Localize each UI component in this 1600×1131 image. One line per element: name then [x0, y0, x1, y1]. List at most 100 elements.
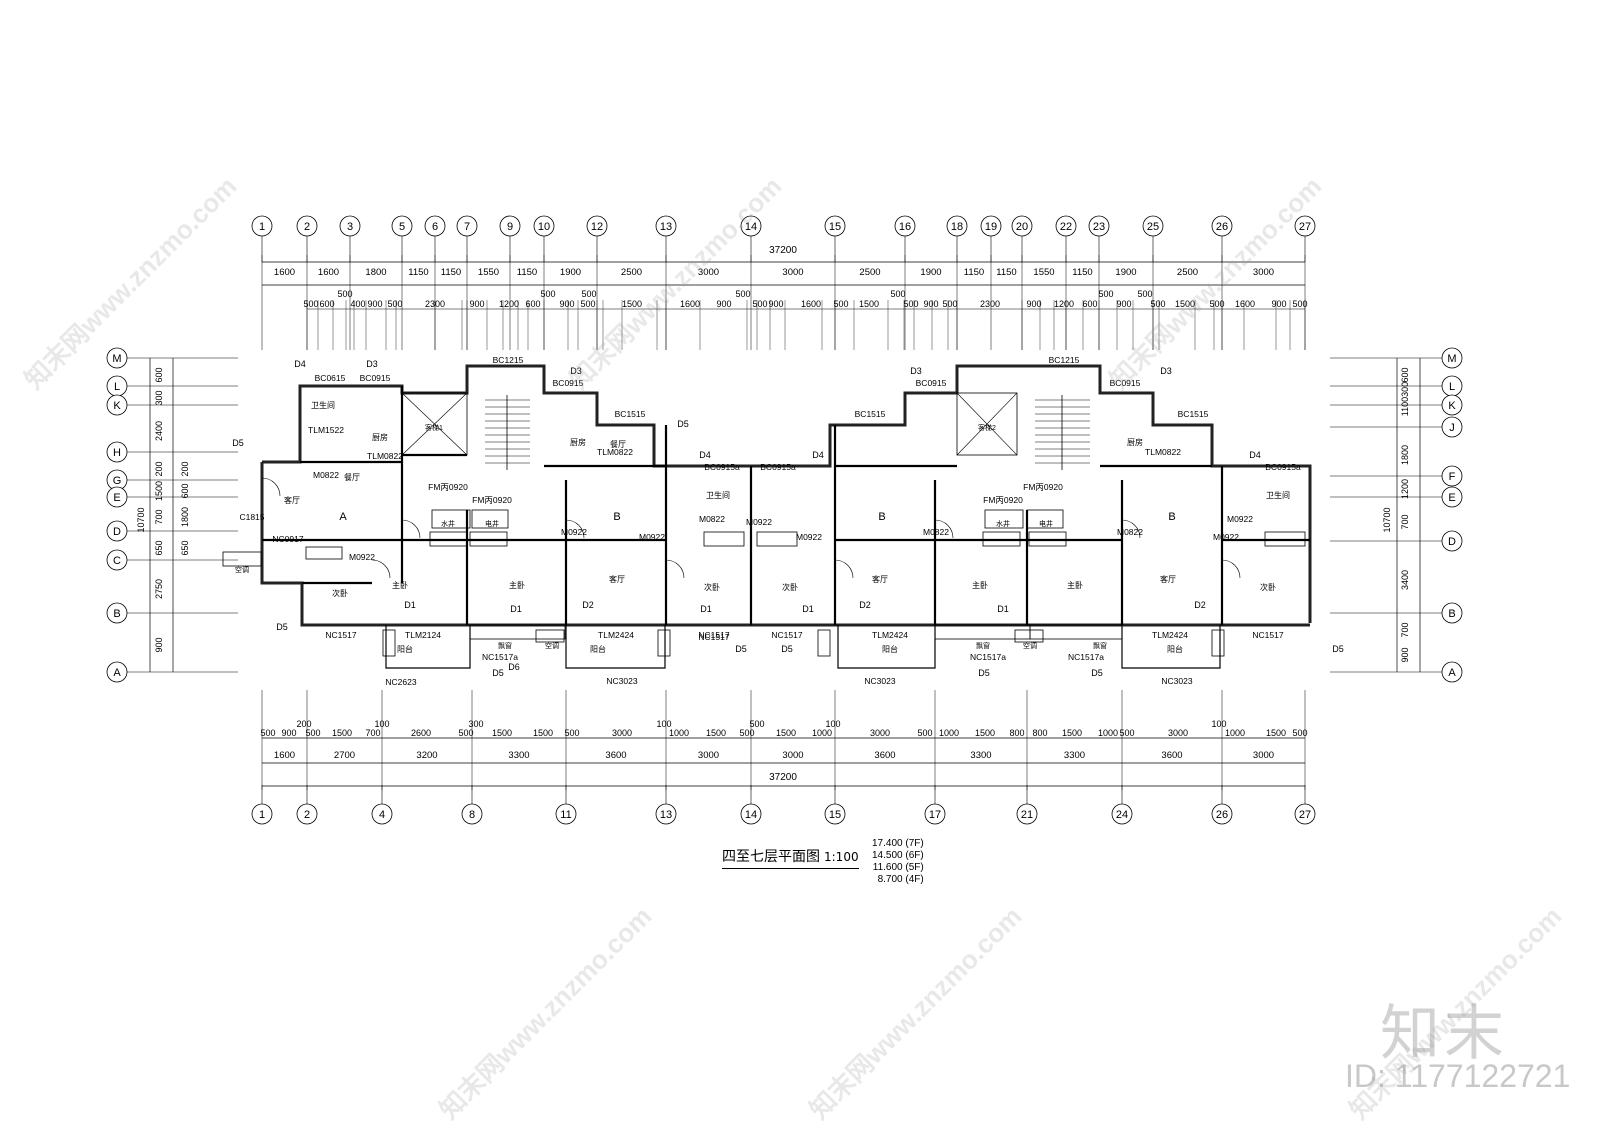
left-dim: 900 — [154, 637, 164, 652]
ac-unit — [535, 629, 565, 643]
room-name: 卫生间 — [706, 490, 730, 500]
window-code: BC0915 — [1110, 378, 1141, 388]
room-name: 厨房 — [1127, 437, 1143, 447]
right-axis-bubble-label: K — [1448, 400, 1456, 412]
fixture-label: 空调 — [545, 641, 559, 650]
top-detail-dim: 2300 — [980, 299, 1000, 309]
door-code: M0822 — [699, 514, 725, 524]
top-dim: 3000 — [698, 267, 719, 278]
door-swing — [565, 519, 585, 539]
bottom-detail-dim: 500 — [917, 728, 932, 738]
bottom-detail-dim: 1500 — [492, 728, 512, 738]
detail-mark: D4 — [294, 359, 306, 369]
room-name: 主卧 — [1067, 580, 1083, 590]
detail-mark: D5 — [781, 644, 793, 654]
top-detail-dim: 2300 — [425, 299, 445, 309]
bottom-axis-bubble — [1111, 803, 1133, 825]
top-axis-bubble — [1088, 215, 1110, 237]
top-axis-bubble — [424, 215, 446, 237]
bottom-axis-bubble — [251, 803, 273, 825]
top-axis-bubble — [1011, 215, 1033, 237]
window-code: BC1515 — [1178, 409, 1209, 419]
wardrobe — [1028, 531, 1067, 547]
bottom-detail-dim: 500 — [749, 719, 764, 729]
room-name: 客厅 — [872, 574, 888, 584]
window-code: NC1517a — [482, 652, 518, 662]
top-detail-dim: 500 — [387, 299, 402, 309]
top-dim: 1900 — [920, 267, 941, 278]
shaft — [471, 509, 509, 529]
left-axis-bubble — [106, 520, 128, 542]
bottom-axis-bubble — [461, 803, 483, 825]
detail-mark: D1 — [510, 604, 522, 614]
right-axis-bubble-label: M — [1447, 353, 1456, 365]
left-dim: 2400 — [154, 421, 164, 441]
bottom-detail-dim: 500 — [1119, 728, 1134, 738]
window-code: BC0915a — [1265, 462, 1301, 472]
balcony-outline — [837, 625, 936, 669]
left-axis-bubble — [106, 549, 128, 571]
top-axis-bubble — [1211, 215, 1233, 237]
bottom-axis-bubble-label: 27 — [1299, 809, 1311, 821]
left-total-dim: 10700 — [136, 507, 146, 532]
door-code: M0922 — [796, 532, 822, 542]
ac-unit — [657, 629, 671, 657]
door-code: M0922 — [561, 527, 587, 537]
room-name: 主卧 — [972, 580, 988, 590]
room-name: 次卧 — [1260, 582, 1276, 592]
elevator-x — [956, 392, 1018, 456]
room-name: 餐厅 — [344, 473, 360, 482]
top-dim: 1150 — [1072, 267, 1092, 278]
balcony-door-code: TLM0822 — [367, 451, 403, 461]
balcony-outline — [385, 625, 471, 669]
left-axis-bubble-label: H — [113, 447, 121, 459]
window-code: NC1517a — [1068, 652, 1104, 662]
door-swing — [934, 519, 954, 539]
top-detail-dim: 1200 — [499, 299, 519, 309]
top-detail-dim: 500 — [890, 289, 905, 299]
bottom-dim: 1600 — [274, 750, 295, 761]
bottom-detail-dim: 1500 — [975, 728, 995, 738]
window-code: NC1517 — [698, 630, 729, 640]
left-detail-dim: 200 — [180, 461, 190, 476]
window-code: NC1517 — [771, 630, 802, 640]
bottom-detail-dim: 500 — [1292, 728, 1307, 738]
detail-mark: D3 — [1160, 366, 1172, 376]
right-dim: 600 — [1400, 367, 1410, 382]
door-code: M0922 — [349, 552, 375, 562]
top-dim: 1150 — [964, 267, 984, 278]
detail-mark: D5 — [1091, 668, 1103, 678]
window-code: C1815 — [239, 512, 264, 522]
door-swing — [261, 477, 281, 497]
balcony-door-code: TLM1522 — [308, 425, 344, 435]
bottom-detail-dim: 300 — [468, 719, 483, 729]
left-axis-bubble-label: A — [113, 667, 121, 679]
top-axis-bubble — [740, 215, 762, 237]
top-detail-dim: 500 — [833, 299, 848, 309]
window-code: NC1517 — [698, 632, 729, 642]
top-detail-dim: 500 — [581, 289, 596, 299]
door-code: M0822 — [923, 527, 949, 537]
left-dim: 1500 — [154, 481, 164, 501]
left-dim: 650 — [154, 540, 164, 555]
fixture-label: 飘窗 — [976, 641, 990, 650]
fixture-label: 空调 — [1023, 641, 1037, 650]
top-dim: 1600 — [318, 267, 339, 278]
detail-mark: D1 — [404, 600, 416, 610]
bottom-detail-dim: 500 — [458, 728, 473, 738]
top-axis-bubble-label: 12 — [591, 221, 603, 233]
balcony-door-code: TLM0822 — [597, 447, 633, 457]
balcony-door-code: TLM2124 — [405, 630, 441, 640]
bottom-detail-dim: 900 — [281, 728, 296, 738]
detail-mark: D5 — [735, 644, 747, 654]
left-dim: 200 — [154, 461, 164, 476]
top-axis-bubble-label: 20 — [1016, 221, 1028, 233]
bottom-dim: 3300 — [970, 750, 991, 761]
top-axis-bubble-label: 25 — [1147, 221, 1159, 233]
top-dim: 1150 — [996, 267, 1016, 278]
window-code: NC0917 — [272, 534, 303, 544]
bottom-detail-dim: 3000 — [612, 728, 632, 738]
top-detail-dim: 600 — [319, 299, 334, 309]
top-axis-bubble-label: 19 — [985, 221, 997, 233]
